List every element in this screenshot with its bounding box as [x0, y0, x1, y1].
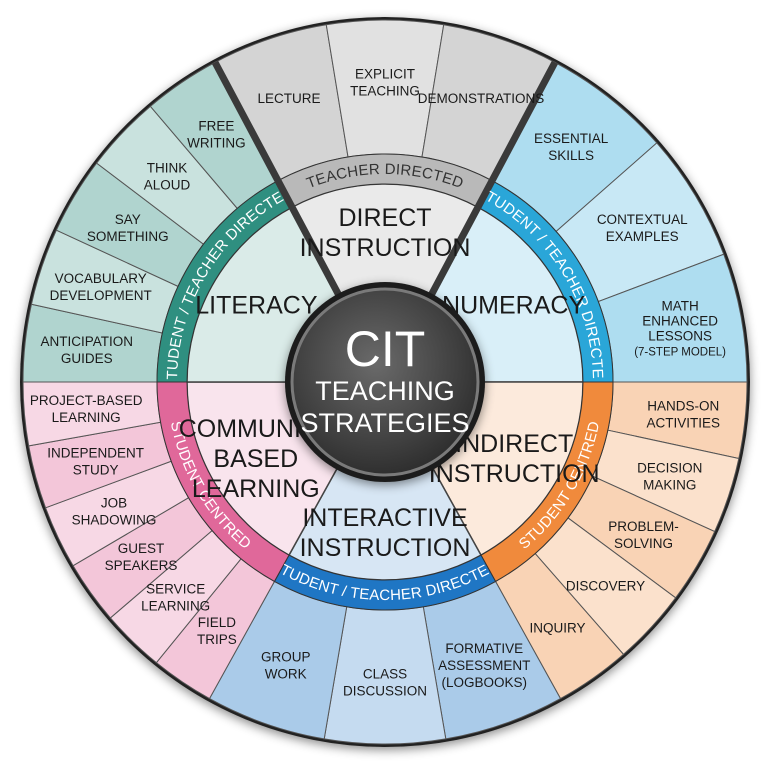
strategy-label-line: PROBLEM- — [608, 519, 679, 534]
direct-divider — [426, 60, 559, 300]
strategy-label: ANTICIPATION GUIDES — [41, 334, 134, 366]
direct-divider — [211, 60, 344, 300]
strategy-label-line: ASSESSMENT — [438, 658, 530, 673]
section-title-line: INTERACTIVE — [302, 504, 467, 532]
numeracy-title: NUMERACY — [442, 292, 585, 320]
strategy-label-line: ENHANCED — [642, 314, 718, 329]
strategy-label-line: CONTEXTUAL — [597, 212, 688, 227]
strategy-label: VOCABULARY DEVELOPMENT — [50, 271, 152, 303]
strategy-label-line: ESSENTIAL — [534, 131, 609, 146]
strategy-label-line: EXPLICIT — [355, 67, 415, 82]
strategy-label-line: DISCUSSION — [343, 684, 427, 699]
strategy-label: JOB SHADOWING — [72, 495, 157, 527]
strategy-label-line: GROUP — [261, 650, 311, 665]
strategy-label: PROJECT-BASED LEARNING — [30, 393, 143, 425]
section-title-line: DIRECT — [338, 204, 431, 232]
strategy-label: PROBLEM- SOLVING — [608, 519, 679, 551]
strategy-label-line: ANTICIPATION — [41, 334, 134, 349]
strategy-label-line: GUIDES — [61, 351, 113, 366]
strategy-label: INDEPENDENT STUDY — [47, 445, 144, 477]
strategy-label: SERVICE LEARNING — [141, 581, 210, 613]
section-title-line: INDIRECT — [455, 430, 573, 458]
strategy-label-line: SKILLS — [548, 148, 594, 163]
strategy-label-line: LESSONS — [648, 329, 712, 344]
strategy-label-line: FORMATIVE — [445, 641, 523, 656]
strategy-label-line: JOB — [101, 495, 127, 510]
strategy-label: FORMATIVE ASSESSMENT (LOGBOOKS) — [438, 641, 530, 690]
center-hub: CIT TEACHING STRATEGIES — [285, 282, 485, 482]
strategy-label-line: FIELD — [198, 615, 237, 630]
strategy-label: EXPLICIT TEACHING — [350, 67, 420, 99]
strategy-label: DISCOVERY — [566, 578, 645, 593]
strategy-label-line: SOLVING — [614, 536, 673, 551]
center-title: CIT — [345, 321, 426, 377]
strategy-label-line: ACTIVITIES — [647, 415, 721, 430]
literacy-title: LITERACY — [195, 292, 318, 320]
strategy-label: GROUP WORK — [261, 650, 311, 682]
strategy-label-line: SOMETHING — [87, 229, 169, 244]
strategy-label-line: SHADOWING — [72, 512, 157, 527]
strategy-label-line: DECISION — [637, 461, 702, 476]
strategy-label-line: SPEAKERS — [105, 558, 178, 573]
section-title-line: LITERACY — [195, 292, 318, 320]
strategy-label-line: DEMONSTRATIONS — [418, 91, 545, 106]
strategy-label-line: TEACHING — [350, 84, 420, 99]
strategy-label-line: DISCOVERY — [566, 578, 645, 593]
strategy-label-line: WRITING — [187, 135, 246, 150]
strategy-label-line: LECTURE — [257, 91, 320, 106]
strategy-label-line: SERVICE — [146, 581, 205, 596]
strategy-label-line: PROJECT-BASED — [30, 393, 143, 408]
strategy-label: ESSENTIAL SKILLS — [534, 131, 609, 163]
strategy-label-line: TRIPS — [197, 632, 237, 647]
strategy-label: LECTURE — [257, 91, 320, 106]
strategy-label-line: THINK — [147, 160, 188, 175]
section-title-line: INSTRUCTION — [300, 234, 471, 262]
strategy-label-line: INDEPENDENT — [47, 445, 144, 460]
strategy-label: GUEST SPEAKERS — [105, 541, 178, 573]
strategy-label: HANDS-ON ACTIVITIES — [647, 398, 721, 430]
strategy-label-line: LEARNING — [52, 410, 121, 425]
strategy-label-line: ALOUD — [144, 177, 191, 192]
strategy-label: FIELD TRIPS — [197, 615, 237, 647]
strategy-label-line: EXAMPLES — [606, 229, 679, 244]
section-title-line: NUMERACY — [442, 292, 585, 320]
strategy-label: DEMONSTRATIONS — [418, 91, 545, 106]
strategy-label-line: MAKING — [643, 478, 696, 493]
strategy-label: FREE WRITING — [187, 118, 246, 150]
strategy-label: SAY SOMETHING — [87, 212, 169, 244]
strategy-label-line: (LOGBOOKS) — [442, 675, 528, 690]
strategy-label: THINK ALOUD — [144, 160, 191, 192]
strategy-label: CONTEXTUAL EXAMPLES — [597, 212, 688, 244]
strategy-label: CLASS DISCUSSION — [343, 667, 427, 699]
strategy-label: INQUIRY — [529, 620, 585, 635]
strategy-label-line: HANDS-ON — [647, 398, 719, 413]
strategy-label-line: (7-STEP MODEL) — [634, 347, 726, 359]
section-title-line: LEARNING — [192, 475, 320, 503]
center-subtitle-2: STRATEGIES — [300, 408, 469, 438]
strategy-label-line: LEARNING — [141, 598, 210, 613]
strategy-label-line: CLASS — [363, 667, 407, 682]
strategy-label-line: STUDY — [73, 462, 119, 477]
strategy-label-line: DEVELOPMENT — [50, 288, 152, 303]
center-subtitle-1: TEACHING — [315, 376, 455, 406]
strategy-label: DECISION MAKING — [637, 461, 702, 493]
strategy-label-line: GUEST — [118, 541, 165, 556]
strategy-label-line: INQUIRY — [529, 620, 585, 635]
strategy-label-line: SAY — [115, 212, 141, 227]
strategy-label-line: VOCABULARY — [55, 271, 147, 286]
wheel-bands — [156, 60, 614, 611]
section-title-line: INSTRUCTION — [429, 460, 600, 488]
strategy-label-line: FREE — [198, 118, 234, 133]
strategy-label-line: MATH — [661, 299, 698, 314]
section-title-line: BASED — [213, 445, 298, 473]
strategy-label-line: WORK — [265, 667, 307, 682]
section-title-line: INSTRUCTION — [300, 534, 471, 562]
